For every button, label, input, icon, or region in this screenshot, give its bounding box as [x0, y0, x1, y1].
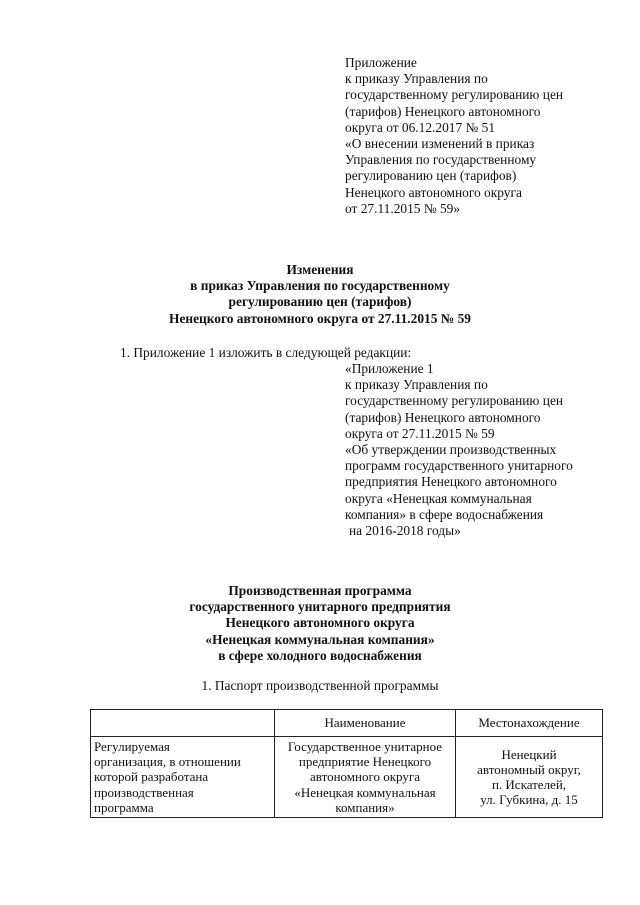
table-header-cell [90, 709, 275, 737]
cell-line: ул. Губкина, д. 15 [480, 792, 578, 808]
appendix-header: Приложение к приказу Управления по госуд… [345, 55, 563, 217]
appendix-1-header: «Приложение 1 к приказу Управления по го… [345, 361, 573, 539]
table-header-cell: Наименование [274, 709, 456, 737]
table-header-row: Наименование Местонахождение [90, 709, 603, 737]
appendix-header-line: регулированию цен (тарифов) [345, 168, 517, 184]
table-cell-location: Ненецкий автономный округ, п. Искателей,… [455, 735, 603, 819]
changes-title-line: регулированию цен (тарифов) [228, 294, 412, 310]
program-title-line: в сфере холодного водоснабжения [218, 647, 422, 663]
appendix-header-line: «О внесении изменений в приказ [345, 136, 535, 152]
cell-line: программа [94, 799, 154, 815]
appendix-header-line: к приказу Управления по [345, 71, 488, 87]
changes-title: Изменения в приказ Управления по государ… [0, 262, 640, 327]
table-row: Регулируемая организация, в отношении ко… [90, 735, 603, 819]
passport-heading: 1. Паспорт производственной программы [0, 678, 640, 694]
program-title-line: государственного унитарного предприятия [189, 599, 451, 615]
appendix-1-line: компания» в сфере водоснабжения [345, 506, 544, 522]
program-title-line: «Ненецкая коммунальная компания» [205, 631, 435, 647]
program-title: Производственная программа государственн… [0, 583, 640, 664]
cell-line: Государственное унитарное [287, 739, 443, 754]
appendix-header-line: Управления по государственному [345, 152, 537, 168]
cell-line: компания» [335, 799, 395, 815]
cell-line: автономный округ, [477, 761, 581, 777]
changes-title-line: Изменения [286, 262, 354, 277]
program-title-line: Производственная программа [228, 583, 412, 598]
cell-line: которой разработана [94, 769, 209, 785]
appendix-header-line: Ненецкого автономного округа [345, 184, 522, 200]
cell-line: производственная [94, 784, 194, 800]
appendix-1-line: (тарифов) Ненецкого автономного [345, 409, 541, 425]
item-1: 1. Приложение 1 изложить в следующей ред… [120, 345, 411, 361]
appendix-header-line: государственному регулированию цен [345, 87, 564, 103]
program-title-line: Ненецкого автономного округа [225, 615, 415, 631]
cell-line: «Ненецкая коммунальная [294, 784, 436, 800]
table-header-cell: Местонахождение [455, 709, 603, 737]
item-1-text: 1. Приложение 1 изложить в следующей ред… [120, 345, 412, 360]
cell-line: Ненецкий [501, 746, 557, 762]
changes-title-line: Ненецкого автономного округа от 27.11.20… [169, 310, 471, 326]
cell-line: Регулируемая [94, 739, 170, 754]
appendix-1-line: предприятия Ненецкого автономного [345, 474, 557, 490]
changes-title-line: в приказ Управления по государственному [190, 278, 450, 294]
appendix-1-line: на 2016-2018 годы» [349, 523, 461, 539]
passport-table: Наименование Местонахождение Регулируема… [90, 709, 603, 819]
appendix-header-line: (тарифов) Ненецкого автономного [345, 103, 541, 119]
appendix-1-line: округа «Ненецкая коммунальная [345, 490, 532, 506]
cell-line: п. Искателей, [491, 777, 567, 792]
table-cell-label: Регулируемая организация, в отношении ко… [90, 735, 275, 819]
appendix-header-line: Приложение [345, 55, 417, 70]
cell-line: автономного округа [310, 769, 420, 785]
cell-line: организация, в отношении [94, 754, 241, 770]
appendix-1-line: округа от 27.11.2015 № 59 [345, 425, 495, 441]
appendix-1-line: «Приложение 1 [345, 361, 434, 376]
passport-heading-text: 1. Паспорт производственной программы [201, 678, 439, 693]
appendix-header-line: округа от 06.12.2017 № 51 [345, 119, 496, 135]
appendix-1-line: к приказу Управления по [345, 377, 488, 393]
appendix-header-line: от 27.11.2015 № 59» [345, 200, 461, 216]
table-cell-name: Государственное унитарное предприятие Не… [274, 735, 456, 819]
appendix-1-line: «Об утверждении производственных [345, 442, 557, 458]
cell-line: предприятие Ненецкого [298, 754, 432, 770]
appendix-1-line: государственному регулированию цен [345, 393, 564, 409]
appendix-1-line: программ государственного унитарного [345, 458, 573, 474]
